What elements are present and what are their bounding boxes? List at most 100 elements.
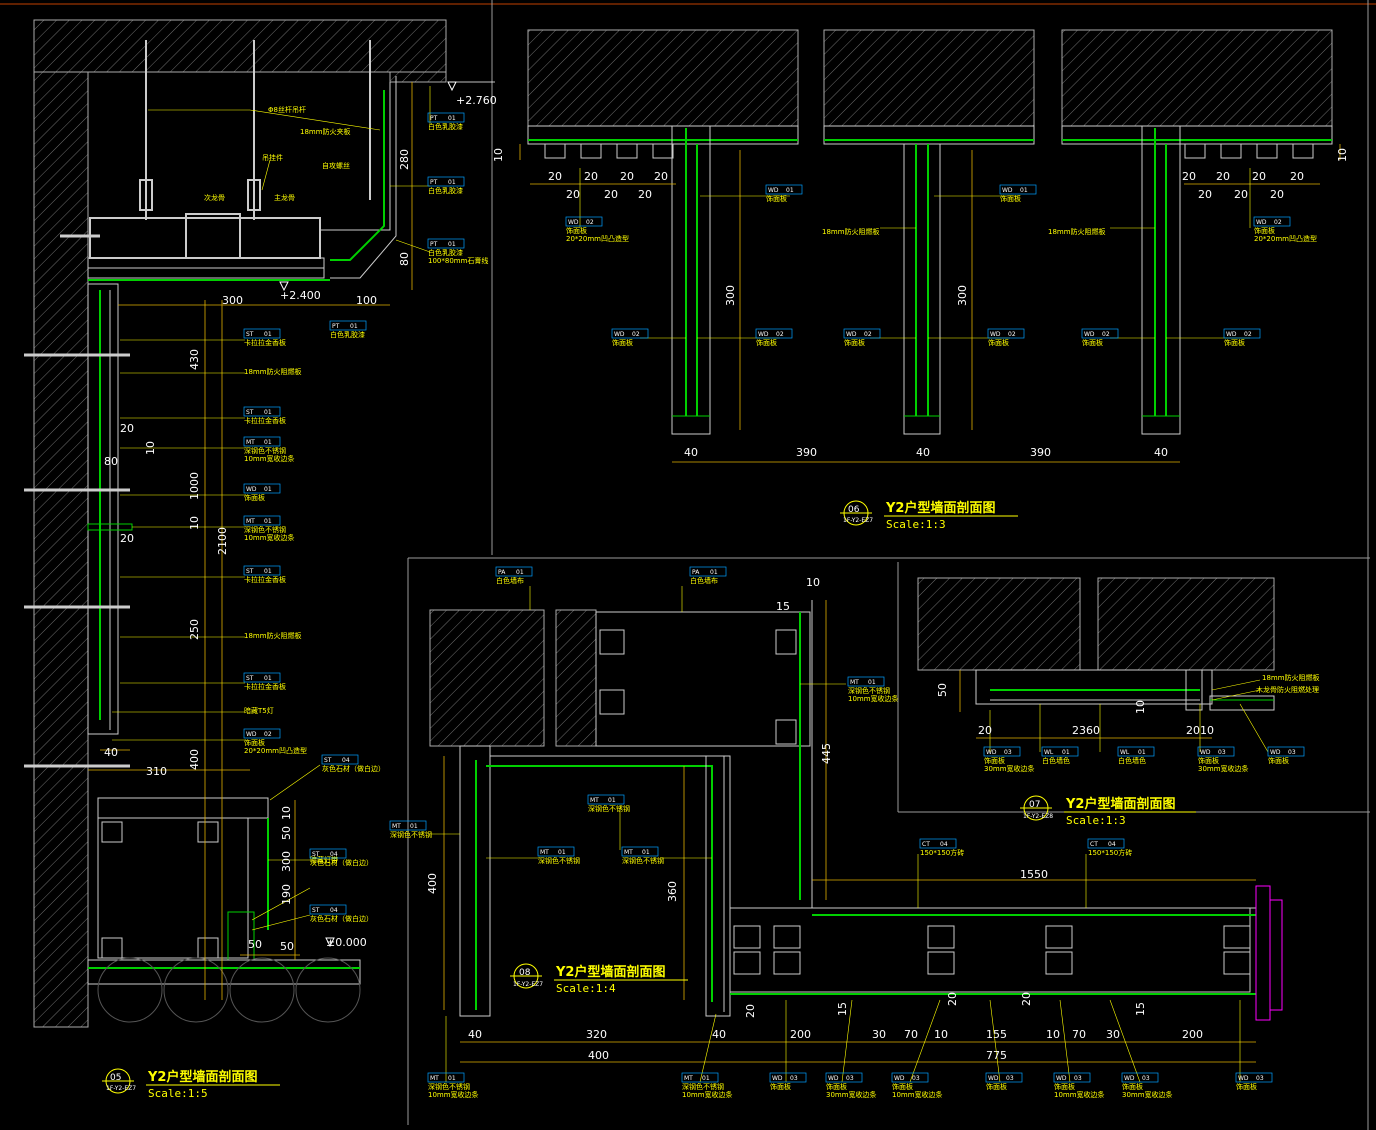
note-main: 主龙骨	[274, 193, 295, 202]
tag-number: 02	[1008, 331, 1016, 338]
tag-number: 01	[410, 823, 418, 830]
tag-number: 02	[864, 331, 872, 338]
dim-08-30b: 30	[1106, 1028, 1120, 1041]
section-05-dimension-lines	[88, 82, 413, 1000]
dim-280: 280	[398, 149, 411, 170]
tag-number: 01	[264, 439, 272, 446]
tag-box	[243, 728, 281, 739]
tag-number: 01	[608, 797, 616, 804]
tag-code: WD	[988, 1075, 999, 1082]
tag-description: 深钢色不锈钢	[538, 856, 580, 865]
tag-box	[681, 1072, 719, 1083]
tag-description: 深钢色不锈钢	[244, 525, 286, 534]
tag-code: MT	[430, 1075, 439, 1082]
section-05-title-text: Y2户型墙面剖面图	[147, 1069, 257, 1085]
dim-300b: 300	[280, 851, 293, 872]
tag-code: WD	[846, 331, 857, 338]
tag-box	[243, 406, 281, 417]
tag-box	[389, 820, 427, 831]
hanger-rods	[60, 40, 371, 259]
dim-2100: 2100	[216, 527, 229, 555]
tag-description: 饰面板	[984, 756, 1005, 765]
dim-06-20f: 20	[604, 188, 618, 201]
tag-description: 饰面板	[566, 226, 587, 235]
tag-code: WD	[772, 1075, 783, 1082]
section-05-title: 05 1F-Y2-EZ7 Y2户型墙面剖面图 Scale:1:5	[102, 1068, 280, 1100]
dim-08-15a: 15	[776, 600, 790, 613]
dim-06-40c: 40	[1154, 446, 1168, 459]
section-07: 50 20 2360 10 2010 18mm防火阻燃板 木龙骨防火阻燃处理 0…	[917, 577, 1320, 827]
tag-number: 01	[1062, 749, 1070, 756]
dim-20a: 20	[120, 422, 134, 435]
dim-300: 300	[222, 294, 243, 307]
tag-box	[1267, 746, 1305, 757]
dim-06-390b: 390	[1030, 446, 1051, 459]
dim-08-445: 445	[820, 743, 833, 764]
tag-description: 深钢色不锈钢	[682, 1082, 724, 1091]
section-07-scale: Scale:1:3	[1066, 814, 1126, 827]
section-08-title: 08 1F-Y2-EZ7 Y2户型墙面剖面图 Scale:1:4	[510, 963, 688, 995]
tag-code: MT	[684, 1075, 693, 1082]
tag-box	[847, 676, 885, 687]
tag-box	[329, 320, 367, 331]
level-2400: +2.400	[280, 289, 321, 302]
note-lamp: 暗藏T5灯	[244, 706, 274, 715]
tag-description: 白色乳胶漆	[330, 330, 365, 339]
left-wall-hatch	[33, 71, 89, 1028]
section-08-leaders	[430, 586, 1241, 1083]
tag-number: 02	[264, 731, 272, 738]
section-07-title-text: Y2户型墙面剖面图	[1065, 796, 1175, 812]
dim-07-2360: 2360	[1072, 724, 1100, 737]
tag-description: 饰面板	[244, 738, 265, 747]
right-wall-hatch	[389, 71, 447, 83]
tag-number: 04	[330, 851, 338, 858]
dim-08-20c: 20	[1020, 992, 1033, 1006]
tag-number: 01	[558, 849, 566, 856]
note-06-fire-a: 18mm防火阻燃板	[822, 227, 880, 236]
tag-description: 卡拉拉金香板	[244, 416, 286, 425]
tag-number: 03	[1074, 1075, 1082, 1082]
dim-08-40a: 40	[468, 1028, 482, 1041]
dim-06-20h: 20	[1182, 170, 1196, 183]
dim-08-400a: 400	[426, 873, 439, 894]
level-marker-0000: ±0.000	[325, 936, 367, 949]
section-06-code: 1F-Y2-EZ7	[843, 517, 873, 524]
tag-description: 饰面板	[892, 1082, 913, 1091]
dim-08-320: 320	[586, 1028, 607, 1041]
tag-description: 饰面板	[766, 194, 787, 203]
note-07-wood: 木龙骨防火阻燃处理	[1256, 685, 1319, 694]
dim-08-10c: 10	[1046, 1028, 1060, 1041]
tag-box	[621, 846, 659, 857]
dim-06-20l: 20	[1198, 188, 1212, 201]
tag-box	[1041, 746, 1079, 757]
tag-code: MT	[246, 439, 255, 446]
tag-description: 深钢色不锈钢	[428, 1082, 470, 1091]
tag-box	[243, 436, 281, 447]
dim-190: 190	[280, 884, 293, 905]
tag-description: 20*20mm凹凸造型	[244, 746, 307, 755]
tag-box	[1223, 328, 1261, 339]
dim-08-20b: 20	[946, 992, 959, 1006]
tag-description: 卡拉拉金香板	[244, 682, 286, 691]
tag-description: 10mm宽收边条	[682, 1090, 733, 1099]
dim-50c: 50	[280, 940, 294, 953]
tag-code: MT	[540, 849, 549, 856]
dim-1000: 1000	[188, 472, 201, 500]
dim-08-40b: 40	[712, 1028, 726, 1041]
